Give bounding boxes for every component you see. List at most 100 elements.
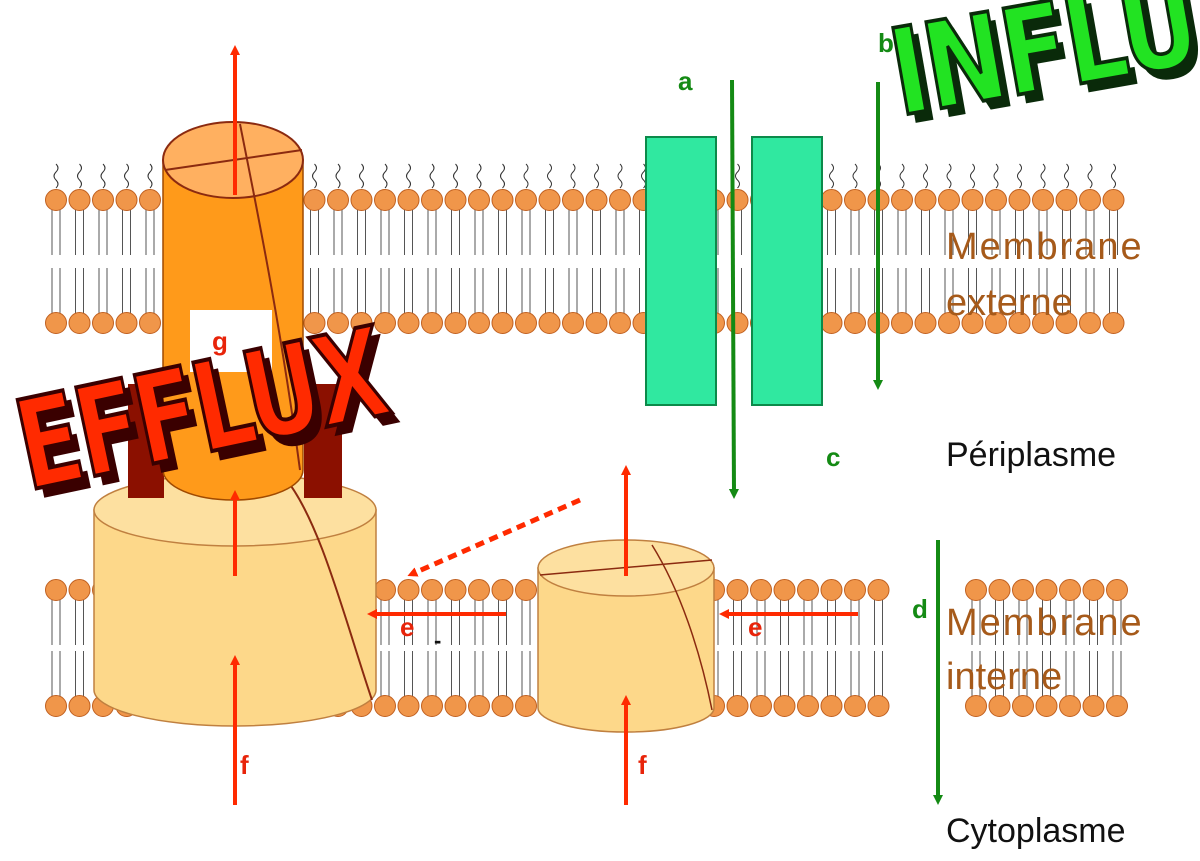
lipid-head xyxy=(444,695,467,717)
lipid-head xyxy=(797,579,819,601)
lps-chain xyxy=(382,163,388,189)
lipid-head xyxy=(562,189,584,211)
lipid-head xyxy=(891,312,913,334)
lipid-head xyxy=(115,312,138,334)
label-d: d xyxy=(912,594,928,624)
porin-left-block xyxy=(645,136,717,406)
lipid-head xyxy=(820,695,843,717)
lipid-head xyxy=(421,579,443,601)
lipid-head xyxy=(139,312,161,334)
lps-chain xyxy=(852,163,858,189)
lipid-head xyxy=(1012,695,1034,717)
lipid-head xyxy=(820,189,843,211)
lps-chain xyxy=(124,163,129,189)
lipid-head xyxy=(1106,579,1128,601)
lipid-head xyxy=(726,579,749,601)
lipid-head xyxy=(585,312,608,334)
lipid-head xyxy=(538,312,561,334)
lipid-head xyxy=(938,312,960,334)
lipid-head xyxy=(609,189,631,211)
lipid-head xyxy=(515,312,537,334)
lipid-head xyxy=(397,312,420,334)
lipid-head xyxy=(468,312,490,334)
lipid-head xyxy=(350,312,373,334)
lipid-head xyxy=(750,695,772,717)
lps-chain xyxy=(899,163,905,189)
lipid-head xyxy=(45,579,67,601)
lipid-head xyxy=(844,312,866,334)
lps-chain xyxy=(641,163,646,189)
lipid-head xyxy=(491,312,514,334)
lipid-head xyxy=(726,695,749,717)
lipid-head xyxy=(374,695,396,717)
lps-chain xyxy=(1087,163,1093,189)
lipid-head xyxy=(515,579,537,601)
lipid-head xyxy=(468,579,490,601)
lps-chain xyxy=(500,163,505,189)
lipid-head xyxy=(773,695,796,717)
transporter-large-seam xyxy=(284,477,373,701)
lipid-head xyxy=(844,579,866,601)
lipid-head xyxy=(421,695,443,717)
lipid-head xyxy=(303,312,326,334)
lipid-head xyxy=(1082,579,1105,601)
lipid-head xyxy=(327,189,349,211)
lipid-head xyxy=(1032,312,1054,334)
lipid-head xyxy=(750,579,772,601)
label-a: a xyxy=(678,66,693,96)
lipid-head xyxy=(468,695,490,717)
lipid-head xyxy=(726,189,749,211)
lps-chain xyxy=(453,163,458,189)
lipid-head xyxy=(421,189,443,211)
lipid-head xyxy=(92,312,114,334)
anchor-left xyxy=(128,384,164,498)
lps-chain xyxy=(993,163,999,189)
lipid-head xyxy=(421,312,443,334)
cytoplasm-label: Cytoplasme xyxy=(946,812,1126,850)
lipid-head xyxy=(1079,312,1101,334)
lipid-head xyxy=(1059,579,1081,601)
lps-chain xyxy=(1017,163,1022,189)
anchor-right xyxy=(304,384,342,498)
inner-membrane-label-2: interne xyxy=(946,656,1063,698)
lipid-head xyxy=(1035,695,1058,717)
lipid-head xyxy=(965,579,987,601)
porin-channel xyxy=(645,136,823,406)
lipid-head xyxy=(491,695,514,717)
label-e-right: e xyxy=(748,612,763,642)
lipid-head xyxy=(1035,579,1058,601)
lipid-head xyxy=(1012,579,1034,601)
lipid-head xyxy=(515,695,537,717)
lipid-head xyxy=(562,312,584,334)
channel-seam xyxy=(239,123,301,471)
lipid-head xyxy=(374,189,396,211)
arrow-a-porin xyxy=(728,79,739,499)
lipid-head xyxy=(961,189,984,211)
lipid-head xyxy=(585,189,608,211)
lipid-head xyxy=(820,312,843,334)
lipid-head xyxy=(139,189,161,211)
outer-membrane-label-2: externe xyxy=(946,282,1073,324)
periplasm-label: Périplasme xyxy=(946,436,1117,474)
lps-chain xyxy=(476,163,482,189)
lipid-head xyxy=(115,189,138,211)
outer-membrane-label-1: Membrane xyxy=(946,226,1144,268)
lps-chain xyxy=(970,163,975,189)
efflux-arrows xyxy=(230,45,858,805)
lipid-head xyxy=(844,189,866,211)
lps-chain xyxy=(335,163,341,189)
lipid-head xyxy=(1055,189,1078,211)
lps-chain xyxy=(1064,163,1069,189)
lipid-head xyxy=(68,189,91,211)
lipid-head xyxy=(726,312,749,334)
lipid-head xyxy=(68,579,91,601)
lps-chain xyxy=(946,163,952,189)
lipid-head xyxy=(844,695,866,717)
lipid-head xyxy=(45,312,67,334)
lipid-head xyxy=(68,312,91,334)
lipid-head xyxy=(985,189,1007,211)
lipid-head xyxy=(397,189,420,211)
lipid-head xyxy=(988,579,1011,601)
lps-chain xyxy=(570,163,576,189)
lps-chain xyxy=(359,163,364,189)
